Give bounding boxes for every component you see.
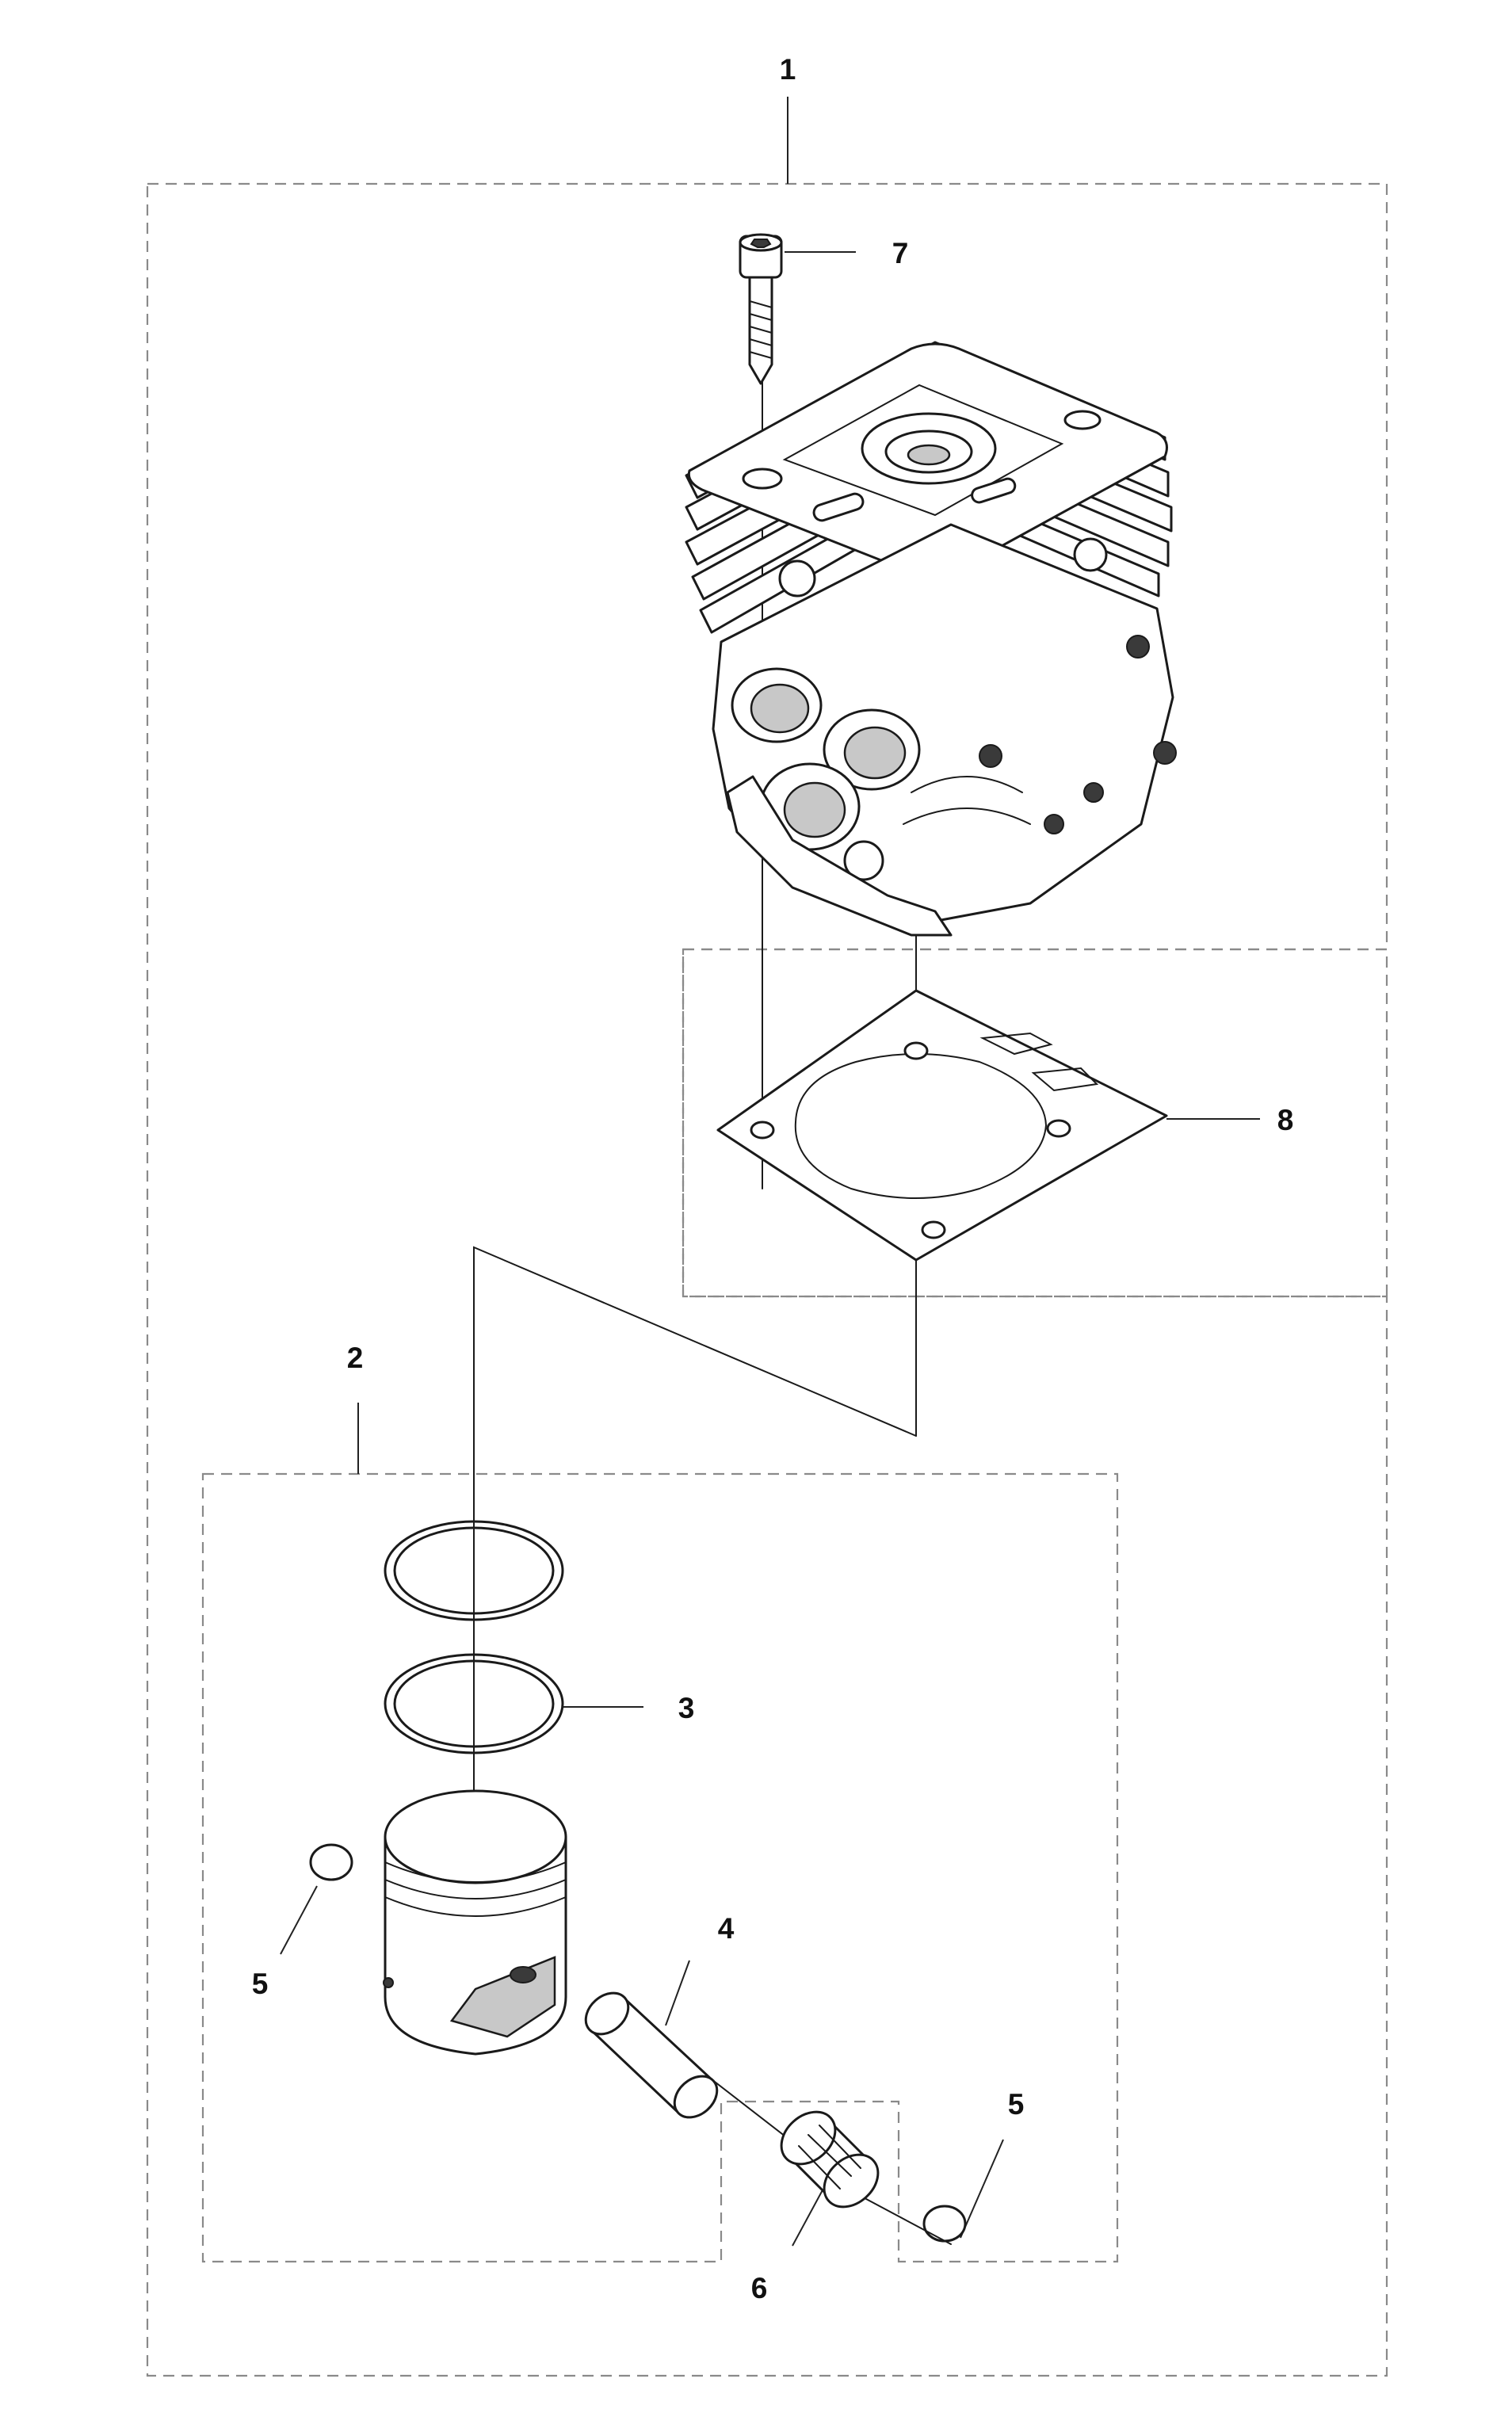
callout-1: 1: [780, 53, 796, 86]
gasket-part-8: [716, 989, 1168, 1262]
callout-labels: 1 2 3 4 5 5 6 7 8: [252, 53, 1294, 2304]
callout-4: 4: [718, 1912, 735, 1945]
callout-8: 8: [1277, 1104, 1294, 1136]
callout-6: 6: [751, 2272, 768, 2304]
needle-bearing-part-6: [780, 2110, 880, 2209]
callout-2: 2: [347, 1342, 364, 1374]
piston-rings-part-3: [384, 1520, 564, 1754]
callout-5-left: 5: [252, 1968, 269, 2000]
group-2-boundary: [201, 1472, 1119, 2263]
circlip-part-5-right: [922, 2205, 967, 2243]
screw-part-7: [739, 233, 783, 385]
callout-3: 3: [678, 1692, 695, 1724]
piston: [383, 1789, 567, 2056]
group-1-boundary: [146, 182, 1388, 2377]
group-8-boundary: [682, 948, 1388, 1298]
circlip-part-5-left: [309, 1843, 353, 1881]
cylinder-part-1: [685, 341, 1177, 937]
callout-5-right: 5: [1008, 2088, 1025, 2121]
callout-7: 7: [892, 237, 909, 269]
piston-pin-part-4: [584, 1991, 719, 2119]
